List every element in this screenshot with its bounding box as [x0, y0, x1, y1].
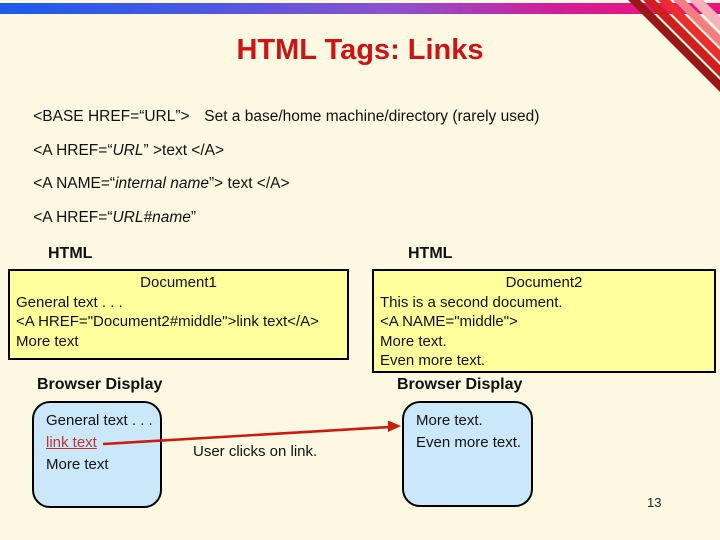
document1-title: Document1 [140, 274, 217, 291]
href-italic: URL [112, 142, 144, 159]
slide-title: HTML Tags: Links [236, 34, 484, 66]
page-number: 13 [647, 495, 662, 510]
href-anchor-italic: URL#name [112, 209, 191, 226]
browser1-link-text: link text [46, 434, 97, 451]
browser1-display-box: General text . . . link text More text [32, 401, 162, 508]
browser-display-label-right: Browser Display [397, 376, 523, 393]
tag-line-base: <BASE HREF=“URL”> Set a base/home machine… [16, 90, 539, 144]
document1-line: <A HREF="Document2#middle">link text</A> [16, 313, 319, 330]
tag-line-href-anchor: <A HREF=“URL#name” [16, 191, 196, 245]
href-anchor-pre: <A HREF=“ [33, 209, 113, 226]
browser2-display-box: More text. Even more text. [402, 401, 533, 507]
document1-line: General text . . . [16, 293, 123, 311]
arrow-caption: User clicks on link. [193, 443, 318, 460]
corner-stripes-decoration [627, 0, 720, 93]
browser2-text: Even more text. [416, 434, 522, 451]
document2-line: This is a second document. [380, 293, 563, 311]
base-tag-code: <BASE HREF=“URL”> [33, 108, 190, 125]
html-label-right: HTML [408, 245, 453, 262]
document2-source-box: Document2 This is a second document. <A … [372, 269, 716, 373]
html-label-left: HTML [48, 245, 93, 262]
browser-display-label-left: Browser Display [37, 376, 163, 393]
name-italic: internal name [115, 175, 209, 192]
document2-line: <A NAME="middle"> [380, 313, 518, 330]
browser2-text: More text. [416, 412, 483, 429]
href-post: ” >text </A> [143, 142, 225, 159]
document2-title: Document2 [505, 274, 583, 291]
name-pre: <A NAME=“ [33, 175, 116, 192]
document2-line: Even more text. [380, 352, 486, 369]
href-anchor-post: ” [190, 209, 197, 226]
top-gradient-bar [0, 3, 720, 14]
document2-line: More text. [380, 332, 447, 350]
href-pre: <A HREF=“ [33, 142, 113, 159]
tag-line-name: <A NAME=“internal name”> text </A> [16, 157, 290, 211]
browser1-text: General text . . . [46, 412, 153, 429]
document1-source-box: Document1 General text . . . <A HREF="Do… [8, 269, 349, 360]
browser1-text: More text [46, 456, 109, 473]
base-tag-description: Set a base/home machine/directory (rarel… [204, 108, 540, 125]
document1-line: More text [16, 332, 79, 350]
name-post: ”> text </A> [209, 175, 290, 192]
tag-line-href: <A HREF=“URL” >text </A> [16, 124, 224, 178]
